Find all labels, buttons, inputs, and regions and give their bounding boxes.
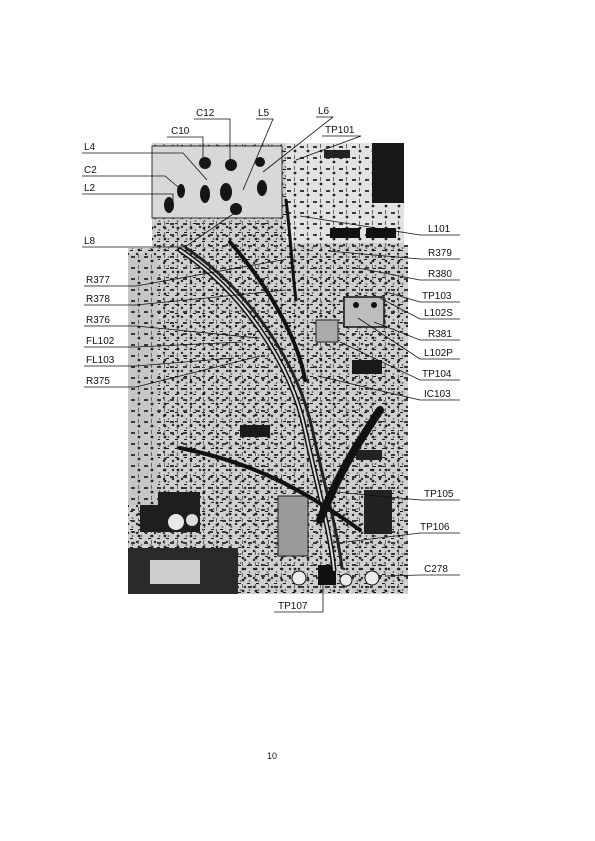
callout-r380: R380 — [428, 269, 452, 280]
callout-tp104: TP104 — [422, 369, 451, 380]
callout-tp106: TP106 — [420, 522, 449, 533]
callout-r376: R376 — [86, 315, 110, 326]
callout-c278: C278 — [424, 564, 448, 575]
callout-r379: R379 — [428, 248, 452, 259]
callout-c2: C2 — [84, 165, 97, 176]
callout-l102p: L102P — [424, 348, 453, 359]
callout-l102s: L102S — [424, 308, 453, 319]
callout-l5: L5 — [258, 108, 269, 119]
callout-r377: R377 — [86, 275, 110, 286]
callout-l4: L4 — [84, 142, 95, 153]
callout-tp107: TP107 — [278, 601, 307, 612]
callout-tp103: TP103 — [422, 291, 451, 302]
callout-r378: R378 — [86, 294, 110, 305]
callout-ic103: IC103 — [424, 389, 451, 400]
callout-r375: R375 — [86, 376, 110, 387]
page-number: 10 — [262, 751, 282, 761]
callout-l8: L8 — [84, 236, 95, 247]
callout-l101: L101 — [428, 224, 450, 235]
callout-l6: L6 — [318, 106, 329, 117]
callout-r381: R381 — [428, 329, 452, 340]
callout-c10: C10 — [171, 126, 189, 137]
callout-tp101: TP101 — [325, 125, 354, 136]
callout-l2: L2 — [84, 183, 95, 194]
callout-fl102: FL102 — [86, 336, 114, 347]
callout-c12: C12 — [196, 108, 214, 119]
callout-fl103: FL103 — [86, 355, 114, 366]
callout-tp105: TP105 — [424, 489, 453, 500]
